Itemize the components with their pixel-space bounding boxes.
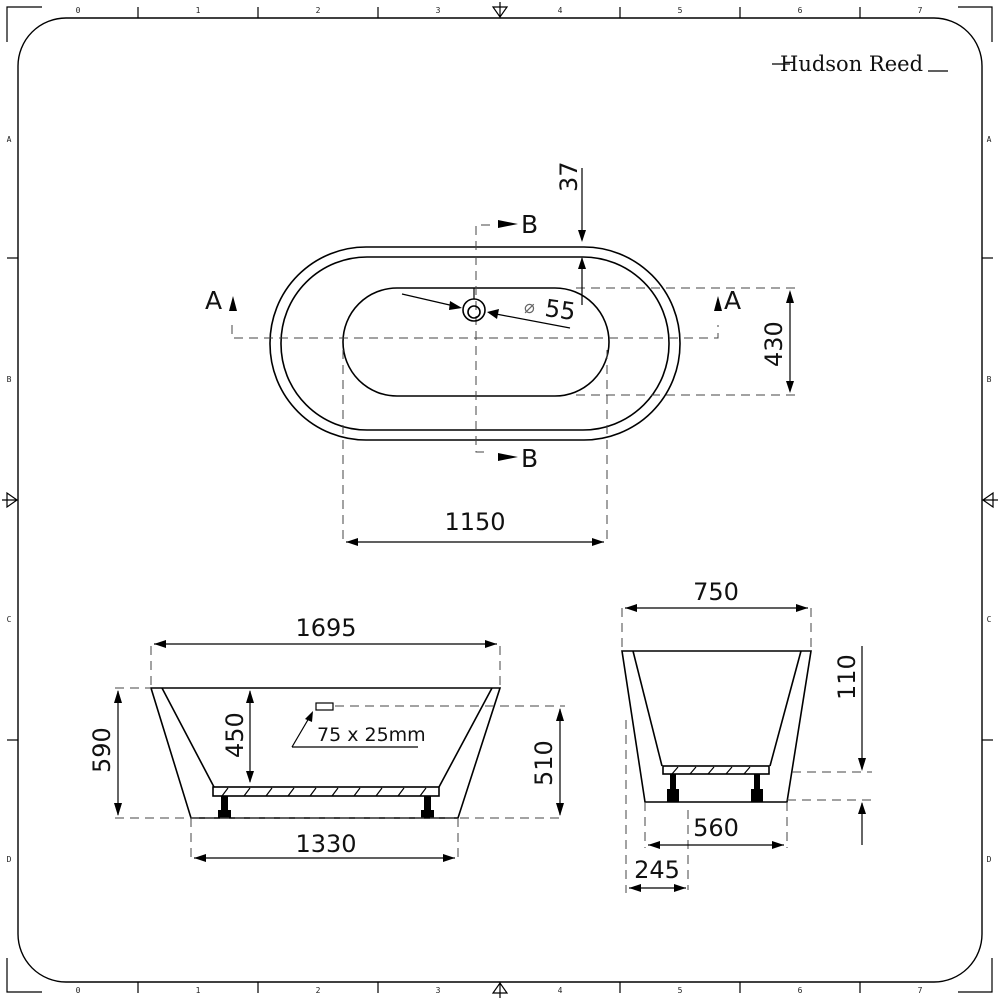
svg-text:4: 4 (558, 6, 563, 15)
ruler-right-labels: A B C D (987, 135, 992, 864)
section-b-top: B (498, 210, 538, 239)
svg-text:B: B (987, 375, 992, 384)
svg-text:6: 6 (798, 986, 803, 995)
svg-text:2: 2 (316, 986, 321, 995)
dim-base-width: 560 (693, 814, 739, 842)
section-a-right: A (714, 286, 741, 315)
dim-inner-depth: 450 (221, 712, 249, 758)
plan-outer-rim (269, 246, 681, 441)
dim-base-length: 1330 (295, 830, 356, 858)
svg-text:D: D (7, 855, 12, 864)
dim-rim-thickness: 37 (555, 161, 583, 192)
diameter-symbol: ⌀ (524, 297, 535, 318)
dim-inner-width: 430 (760, 321, 788, 367)
base-platform (212, 786, 440, 797)
end-base-platform (662, 765, 770, 775)
svg-text:4: 4 (558, 986, 563, 995)
leg-right-icon (421, 796, 434, 818)
svg-text:D: D (987, 855, 992, 864)
dim-overflow-height: 510 (530, 740, 558, 786)
drawing-border (17, 17, 983, 983)
leg-left-icon (218, 796, 231, 818)
plan-inner-rim (280, 256, 670, 431)
svg-text:A: A (205, 286, 222, 315)
overflow-slot-icon (315, 702, 334, 711)
svg-text:1: 1 (196, 6, 201, 15)
svg-text:B: B (521, 210, 538, 239)
dim-inner-length: 1150 (444, 508, 505, 536)
end-leg-left-icon (667, 774, 679, 802)
overflow-note: 75 x 25mm (317, 724, 426, 746)
dim-waste-offset: 245 (634, 856, 680, 884)
svg-text:5: 5 (678, 986, 683, 995)
dim-overall-width: 750 (693, 578, 739, 606)
section-b-bottom: B (498, 444, 538, 473)
dim-overall-length: 1695 (295, 614, 356, 642)
svg-text:C: C (987, 615, 992, 624)
end-leg-right-icon (751, 774, 763, 802)
svg-text:C: C (7, 615, 12, 624)
section-a-left: A (205, 286, 237, 315)
ruler-bottom-labels: 0 1 2 3 4 5 6 7 (76, 986, 923, 995)
ruler-left-labels: A B C D (7, 135, 12, 864)
dim-leg-height: 110 (833, 654, 861, 700)
waste-outlet-icon (462, 288, 486, 322)
svg-text:7: 7 (918, 6, 923, 15)
svg-text:A: A (724, 286, 741, 315)
svg-text:2: 2 (316, 6, 321, 15)
svg-text:B: B (7, 375, 12, 384)
svg-text:B: B (521, 444, 538, 473)
ruler-top-labels: 0 1 2 3 4 5 6 7 (76, 6, 923, 15)
crop-marks (6, 6, 993, 993)
svg-text:7: 7 (918, 986, 923, 995)
svg-text:0: 0 (76, 6, 81, 15)
svg-text:6: 6 (798, 6, 803, 15)
svg-text:A: A (987, 135, 992, 144)
dim-waste-diameter: 55 (543, 294, 577, 326)
brand-logo: Hudson Reed (772, 52, 948, 76)
dim-overall-height: 590 (88, 727, 116, 773)
svg-text:Hudson Reed: Hudson Reed (780, 52, 923, 76)
svg-text:0: 0 (76, 986, 81, 995)
svg-text:3: 3 (436, 6, 441, 15)
svg-text:A: A (7, 135, 12, 144)
side-view: 1695 590 450 510 75 x 25mm 1330 (88, 614, 565, 862)
svg-text:5: 5 (678, 6, 683, 15)
svg-text:3: 3 (436, 986, 441, 995)
svg-text:1: 1 (196, 986, 201, 995)
plan-view: ⌀ 55 37 430 1150 A A B B (205, 161, 798, 546)
end-view: 750 110 560 245 (621, 578, 872, 893)
